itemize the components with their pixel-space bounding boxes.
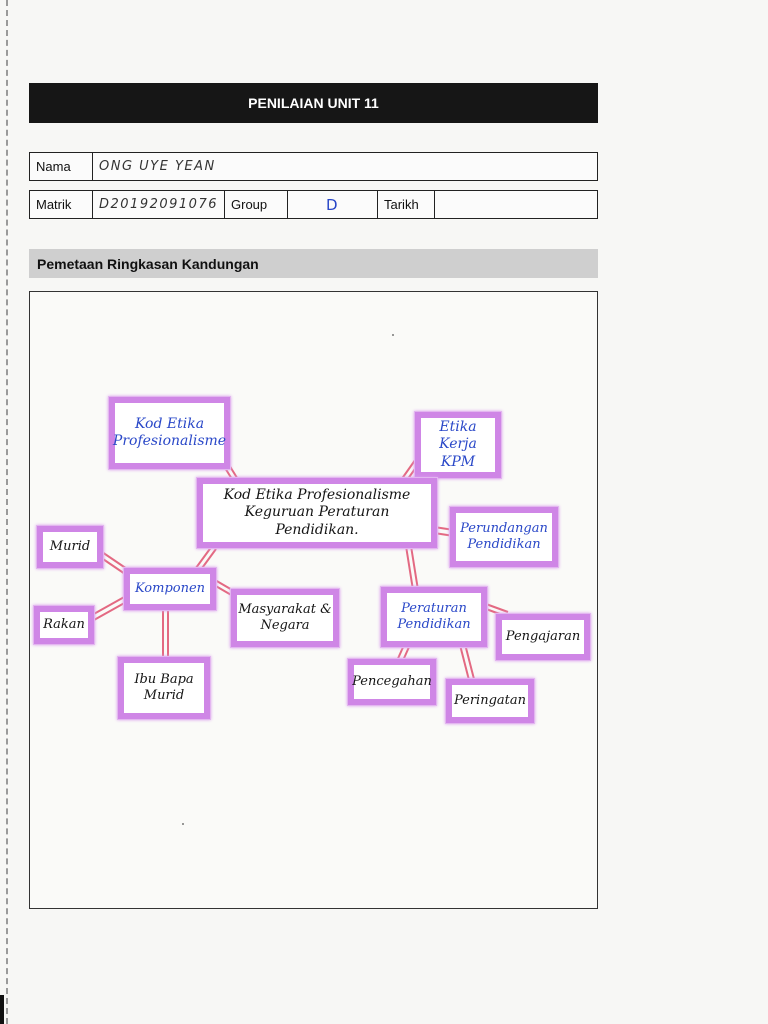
connector-center-peraturan (410, 545, 419, 591)
node-kod-etika: Kod Etika Profesionalisme (109, 397, 230, 469)
connector-murid-komponen (101, 551, 131, 572)
nama-label: Nama (29, 152, 93, 181)
matrik-table: Matrik D20192091076 Group D Tarikh (29, 190, 598, 219)
connector-pengajaran-peraturan (485, 603, 509, 613)
connector-murid-komponen (99, 556, 129, 577)
connector-peringatan-peraturan (459, 644, 471, 685)
connector-center-peraturan (405, 545, 414, 591)
name-table: Nama ONG UYE YEAN (29, 152, 598, 181)
node-etika-kerja: Etika Kerja KPM (415, 412, 501, 478)
matrik-label: Matrik (29, 190, 93, 219)
group-value: D (287, 190, 378, 219)
node-center: Kod Etika Profesionalisme Keguruan Perat… (197, 478, 437, 548)
node-peraturan: Peraturan Pendidikan (381, 587, 487, 647)
tarikh-label: Tarikh (377, 190, 435, 219)
node-ibu-bapa: Ibu Bapa Murid (118, 657, 210, 719)
tarikh-value (434, 190, 598, 219)
node-komponen: Komponen (124, 568, 216, 610)
nama-value: ONG UYE YEAN (92, 152, 598, 181)
connector-peringatan-peraturan (464, 643, 476, 684)
node-peringatan: Peringatan (446, 679, 534, 723)
node-rakan: Rakan (34, 606, 94, 644)
page-title: PENILAIAN UNIT 11 (29, 83, 598, 123)
connector-rakan-komponen (91, 595, 127, 616)
binder-perforation (6, 0, 8, 1024)
binder-mark (0, 995, 4, 1024)
node-pencegahan: Pencegahan (348, 659, 436, 705)
speck (182, 823, 184, 825)
connector-center-komponen (192, 545, 213, 573)
node-murid: Murid (37, 526, 103, 568)
connector-masyarakat-komponen (213, 584, 234, 597)
section-title: Pemetaan Ringkasan Kandungan (29, 249, 598, 278)
matrik-value: D20192091076 (92, 190, 225, 219)
connector-masyarakat-komponen (214, 579, 235, 592)
node-pengajaran: Pengajaran (496, 614, 590, 660)
node-perundangan: Perundangan Pendidikan (450, 507, 558, 567)
connector-rakan-komponen (93, 600, 129, 621)
speck (392, 334, 394, 336)
node-masyarakat: Masyarakat & Negara (231, 589, 339, 647)
